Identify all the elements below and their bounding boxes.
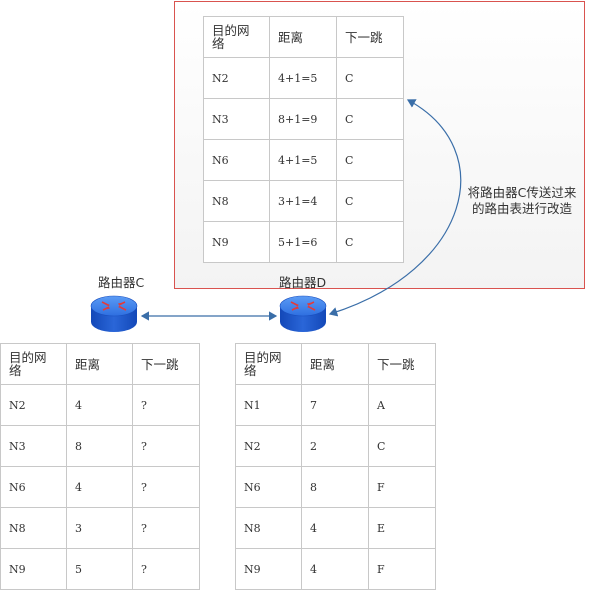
cell-next-hop: C	[336, 57, 404, 99]
table-row: N6 8 F	[235, 466, 436, 508]
table-header-row: 目的网络 距离 下一跳	[235, 343, 436, 385]
cell-distance: 8	[301, 466, 369, 508]
cell-destination: N2	[235, 425, 302, 467]
header-destination: 目的网络	[0, 343, 67, 385]
annotation-text: 将路由器C传送过来的路由表进行改造	[467, 185, 577, 216]
cell-next-hop: C	[368, 425, 436, 467]
cell-distance: 2	[301, 425, 369, 467]
router-d-icon	[279, 295, 327, 332]
cell-distance: 5	[66, 548, 133, 590]
header-distance: 距离	[269, 16, 337, 58]
cell-next-hop: ?	[132, 425, 200, 467]
cell-destination: N2	[0, 384, 67, 426]
router-d-label: 路由器D	[279, 275, 327, 290]
table-row: N6 4 ?	[0, 466, 200, 508]
cell-destination: N3	[0, 425, 67, 467]
header-destination: 目的网络	[203, 16, 270, 58]
cell-next-hop: F	[368, 466, 436, 508]
cell-next-hop: ?	[132, 548, 200, 590]
cell-distance: 5+1=6	[269, 221, 337, 263]
cell-destination: N9	[203, 221, 270, 263]
header-distance: 距离	[301, 343, 369, 385]
table-row: N8 3 ?	[0, 507, 200, 549]
cell-distance: 3	[66, 507, 133, 549]
router-c-label: 路由器C	[98, 275, 145, 290]
cell-destination: N8	[235, 507, 302, 549]
transform-arrow	[328, 99, 462, 317]
table-row: N2 2 C	[235, 425, 436, 467]
header-next-hop: 下一跳	[132, 343, 200, 385]
cell-next-hop: ?	[132, 507, 200, 549]
table-row: N1 7 A	[235, 384, 436, 426]
cell-destination: N8	[0, 507, 67, 549]
cell-destination: N9	[0, 548, 67, 590]
cell-next-hop: F	[368, 548, 436, 590]
cell-next-hop: ?	[132, 466, 200, 508]
table-row: N2 4+1=5 C	[203, 57, 404, 99]
cell-distance: 8	[66, 425, 133, 467]
cell-distance: 4	[66, 384, 133, 426]
table-row: N3 8 ?	[0, 425, 200, 467]
cell-next-hop: ?	[132, 384, 200, 426]
cell-destination: N3	[203, 98, 270, 140]
table-header-row: 目的网络 距离 下一跳	[203, 16, 404, 58]
router-d-routing-table: 目的网络 距离 下一跳 N1 7 A N2 2 C N6 8 F N8 4 E …	[235, 343, 436, 590]
table-header-row: 目的网络 距离 下一跳	[0, 343, 200, 385]
cell-destination: N8	[203, 180, 270, 222]
table-row: N9 4 F	[235, 548, 436, 590]
header-destination: 目的网络	[235, 343, 302, 385]
table-row: N9 5 ?	[0, 548, 200, 590]
cell-destination: N6	[235, 466, 302, 508]
cell-distance: 4	[301, 507, 369, 549]
table-row: N2 4 ?	[0, 384, 200, 426]
cell-destination: N1	[235, 384, 302, 426]
header-next-hop: 下一跳	[368, 343, 436, 385]
cell-destination: N2	[203, 57, 270, 99]
cell-distance: 4+1=5	[269, 139, 337, 181]
cell-distance: 4	[301, 548, 369, 590]
cell-next-hop: A	[368, 384, 436, 426]
cell-distance: 7	[301, 384, 369, 426]
cell-destination: N6	[0, 466, 67, 508]
router-c-routing-table: 目的网络 距离 下一跳 N2 4 ? N3 8 ? N6 4 ? N8 3 ? …	[0, 343, 200, 590]
router-c-icon	[90, 295, 138, 332]
cell-distance: 4	[66, 466, 133, 508]
header-distance: 距离	[66, 343, 133, 385]
cell-next-hop: E	[368, 507, 436, 549]
table-row: N8 4 E	[235, 507, 436, 549]
cell-destination: N9	[235, 548, 302, 590]
